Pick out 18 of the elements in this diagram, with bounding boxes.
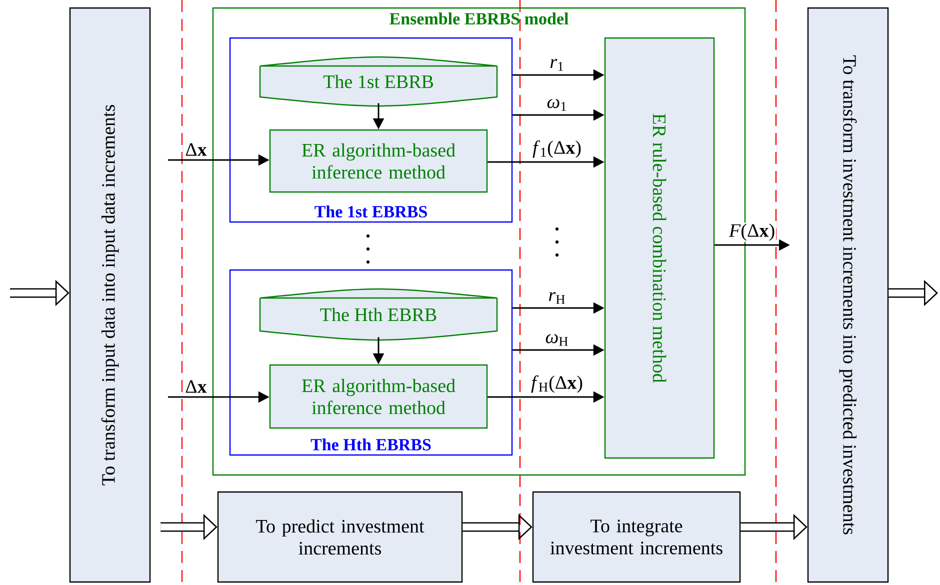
edge-label: Δx xyxy=(184,142,208,157)
edge-label: f$_{1}$(Δx) xyxy=(532,139,582,159)
edge-label: ω$_{1}$ xyxy=(546,98,568,112)
method-box: ER algorithm-based inference method xyxy=(269,129,488,193)
edge-label: f$_{H}$(Δx) xyxy=(530,374,584,394)
edge-label: r$_{H}$ xyxy=(547,291,567,305)
method-box: ER algorithm-based inference method xyxy=(269,364,488,429)
process-box: To transform investment increments into predicted investments xyxy=(807,7,889,583)
rule-base-drum: The 1st EBRB xyxy=(259,56,498,107)
process-box: To transform input data into input data increments xyxy=(69,7,151,583)
process-box: To integrate investment increments xyxy=(532,491,741,583)
rule-base-drum: The Hth EBRB xyxy=(259,288,498,341)
method-box: ER rule-based combination method xyxy=(604,37,715,459)
edge-label: ω$_{H}$ xyxy=(544,333,570,347)
edge-label: r$_{1}$ xyxy=(548,58,566,72)
edge-label: Δx xyxy=(184,379,208,394)
edge-label: F(Δx) xyxy=(728,222,776,242)
process-box: To predict investment increments xyxy=(217,491,463,583)
